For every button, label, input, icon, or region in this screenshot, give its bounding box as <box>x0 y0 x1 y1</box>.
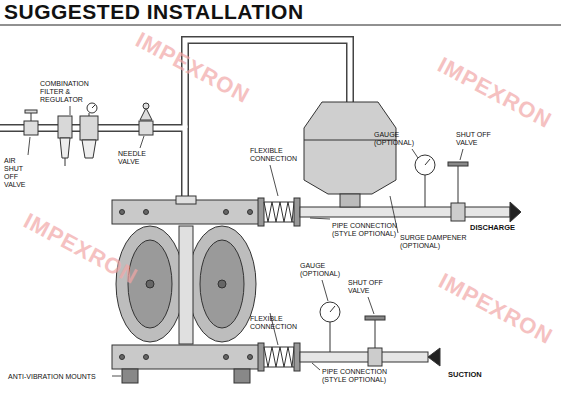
component-label: GAUGE (OPTIONAL) <box>374 131 422 147</box>
component-label: GAUGE (OPTIONAL) <box>300 262 348 278</box>
discharge-line <box>258 102 521 226</box>
component-label: COMBINATION FILTER & REGULATOR <box>40 80 96 104</box>
component-label: FLEXIBLE CONNECTION <box>250 147 304 163</box>
air-valve <box>24 110 38 135</box>
needle-valve <box>139 103 153 135</box>
component-label: ANTI-VIBRATION MOUNTS <box>8 373 96 381</box>
watermark-text: IMPEXRON <box>434 268 557 350</box>
filter-regulator <box>58 103 98 166</box>
mount <box>234 369 250 383</box>
component-label: AIR SHUT OFF VALVE <box>4 157 31 189</box>
component-label: NEEDLE VALVE <box>118 150 152 166</box>
component-label: PIPE CONNECTION (STYLE OPTIONAL) <box>322 368 396 384</box>
mount <box>122 369 138 383</box>
flow-label: DISCHARGE <box>470 224 515 232</box>
title-rule <box>0 25 561 26</box>
component-label: PIPE CONNECTION (STYLE OPTIONAL) <box>332 222 406 238</box>
title: SUGGESTED INSTALLATION <box>4 0 304 24</box>
component-label: SHUT OFF VALVE <box>456 131 496 147</box>
flow-label: SUCTION <box>448 371 482 379</box>
suction-line <box>258 302 440 371</box>
component-label: SURGE DAMPENER (OPTIONAL) <box>400 234 472 250</box>
component-label: SHUT OFF VALVE <box>348 279 388 295</box>
watermark-text: IMPEXRON <box>433 52 556 134</box>
diaphragm-pump <box>112 196 260 383</box>
component-label: FLEXIBLE CONNECTION <box>250 315 304 331</box>
